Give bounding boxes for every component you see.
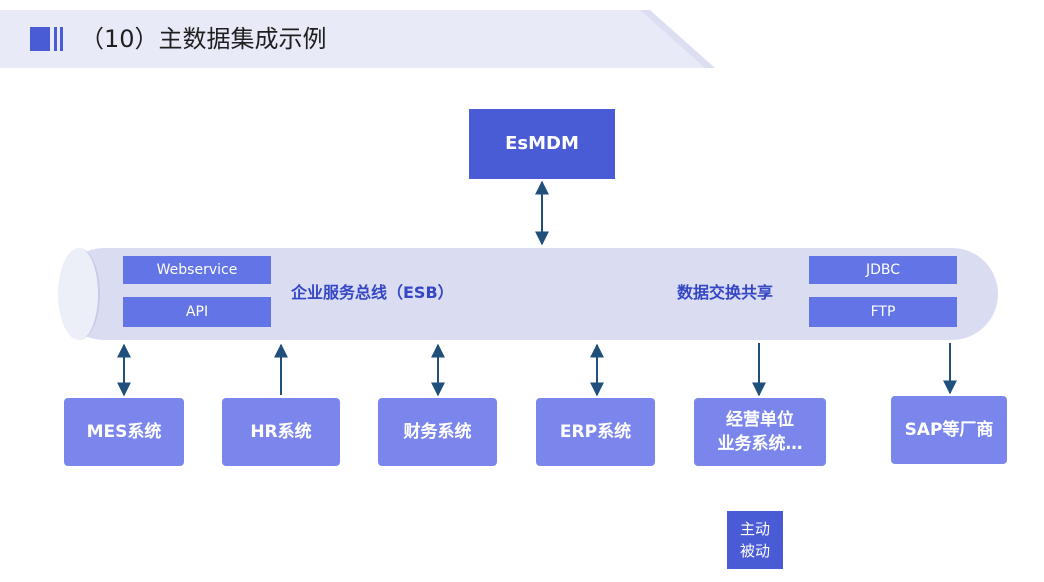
system-box-erp: ERP系统 [536, 398, 655, 466]
system-box-finance: 财务系统 [378, 398, 497, 466]
header-mark-bar [54, 27, 57, 51]
tag-api: API [123, 297, 271, 327]
tag-ftp: FTP [809, 297, 957, 327]
legend-line-active: 主动 [739, 520, 770, 538]
exchange-label: 数据交换共享 [677, 283, 774, 302]
tag-jdbc: JDBC [809, 256, 957, 284]
system-box-hr: HR系统 [222, 398, 340, 466]
system-box-business-units: 经营单位 业务系统… [694, 398, 826, 466]
header-mark-bar [60, 27, 63, 51]
legend-box: 主动 被动 [727, 511, 783, 569]
legend-line-passive: 被动 [739, 542, 770, 560]
esb-label: 企业服务总线（ESB） [291, 283, 454, 302]
esb-bus-cap [58, 248, 100, 340]
header-mark-icon [30, 27, 50, 51]
system-box-mes: MES系统 [64, 398, 184, 466]
system-box-business-units-line2: 业务系统… [717, 434, 803, 454]
system-box-business-units-line1: 经营单位 [726, 410, 794, 430]
system-box-sap: SAP等厂商 [891, 396, 1007, 464]
tag-webservice: Webservice [123, 256, 271, 284]
esmdm-box: EsMDM [469, 109, 615, 179]
page-title: （10）主数据集成示例 [80, 25, 327, 53]
